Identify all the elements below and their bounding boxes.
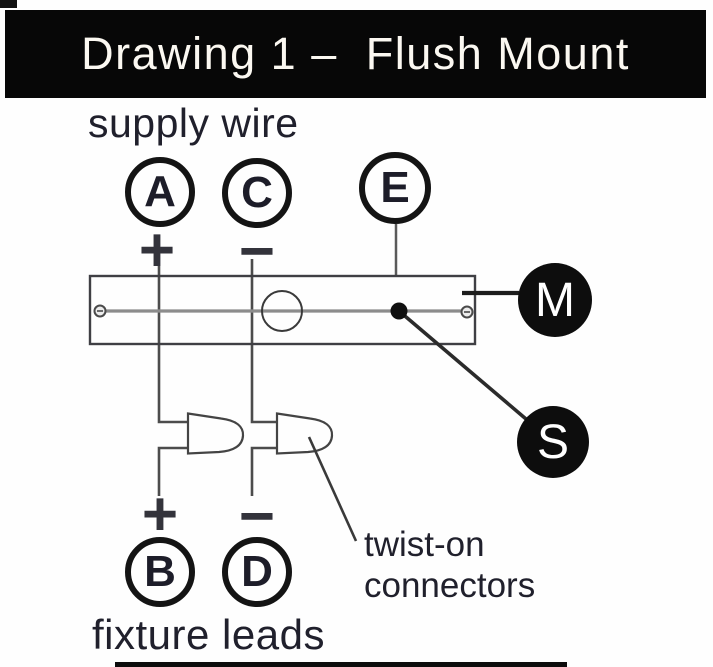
terminal-e-letter: E bbox=[380, 163, 410, 212]
bracket-outline bbox=[88, 274, 477, 346]
wire-d-lower bbox=[250, 446, 277, 496]
twist-on-connectors-label: twist-on connectors bbox=[364, 524, 535, 606]
wire-a-upper bbox=[157, 266, 188, 424]
twist-on-connectors-label-line1: twist-on bbox=[364, 525, 485, 564]
s-callout-line bbox=[397, 309, 528, 421]
center-hole bbox=[261, 290, 303, 332]
connector-pointer-line bbox=[307, 436, 358, 542]
callout-m-letter: M bbox=[535, 273, 575, 327]
title-bar: Drawing 1 – Flush Mount bbox=[5, 10, 706, 98]
callout-m: M bbox=[518, 263, 592, 337]
wire-b-lower bbox=[157, 446, 188, 496]
terminal-b: B bbox=[125, 537, 195, 607]
drawing-title: Drawing 1 – Flush Mount bbox=[81, 28, 630, 79]
supply-wire-label: supply wire bbox=[88, 100, 299, 146]
terminal-d: D bbox=[222, 537, 292, 607]
callout-s: S bbox=[517, 406, 589, 478]
wire-c-upper bbox=[250, 259, 277, 424]
twist-on-connectors-label-line2: connectors bbox=[364, 566, 536, 605]
terminal-b-letter: B bbox=[144, 547, 176, 596]
fixture-leads-label: fixture leads bbox=[92, 611, 325, 658]
terminal-d-letter: D bbox=[241, 547, 273, 596]
terminal-c: C bbox=[222, 158, 292, 228]
terminal-e: E bbox=[359, 152, 431, 224]
page-corner-mark bbox=[0, 0, 17, 8]
supply-plus-sign: + bbox=[138, 215, 176, 285]
callout-s-letter: S bbox=[536, 415, 569, 469]
supply-minus-sign: − bbox=[238, 216, 276, 286]
fixture-minus-sign: − bbox=[238, 481, 276, 551]
fixture-plus-sign: + bbox=[141, 479, 179, 549]
twist-connector-right bbox=[275, 412, 334, 455]
terminal-a-letter: A bbox=[144, 167, 176, 216]
twist-connector-left bbox=[186, 412, 245, 455]
screw-left-icon bbox=[93, 304, 107, 318]
junction-dot bbox=[390, 302, 408, 320]
terminal-c-letter: C bbox=[241, 168, 273, 217]
next-section-bar bbox=[115, 662, 567, 667]
screw-right-icon bbox=[460, 305, 474, 319]
terminal-a: A bbox=[125, 157, 195, 227]
